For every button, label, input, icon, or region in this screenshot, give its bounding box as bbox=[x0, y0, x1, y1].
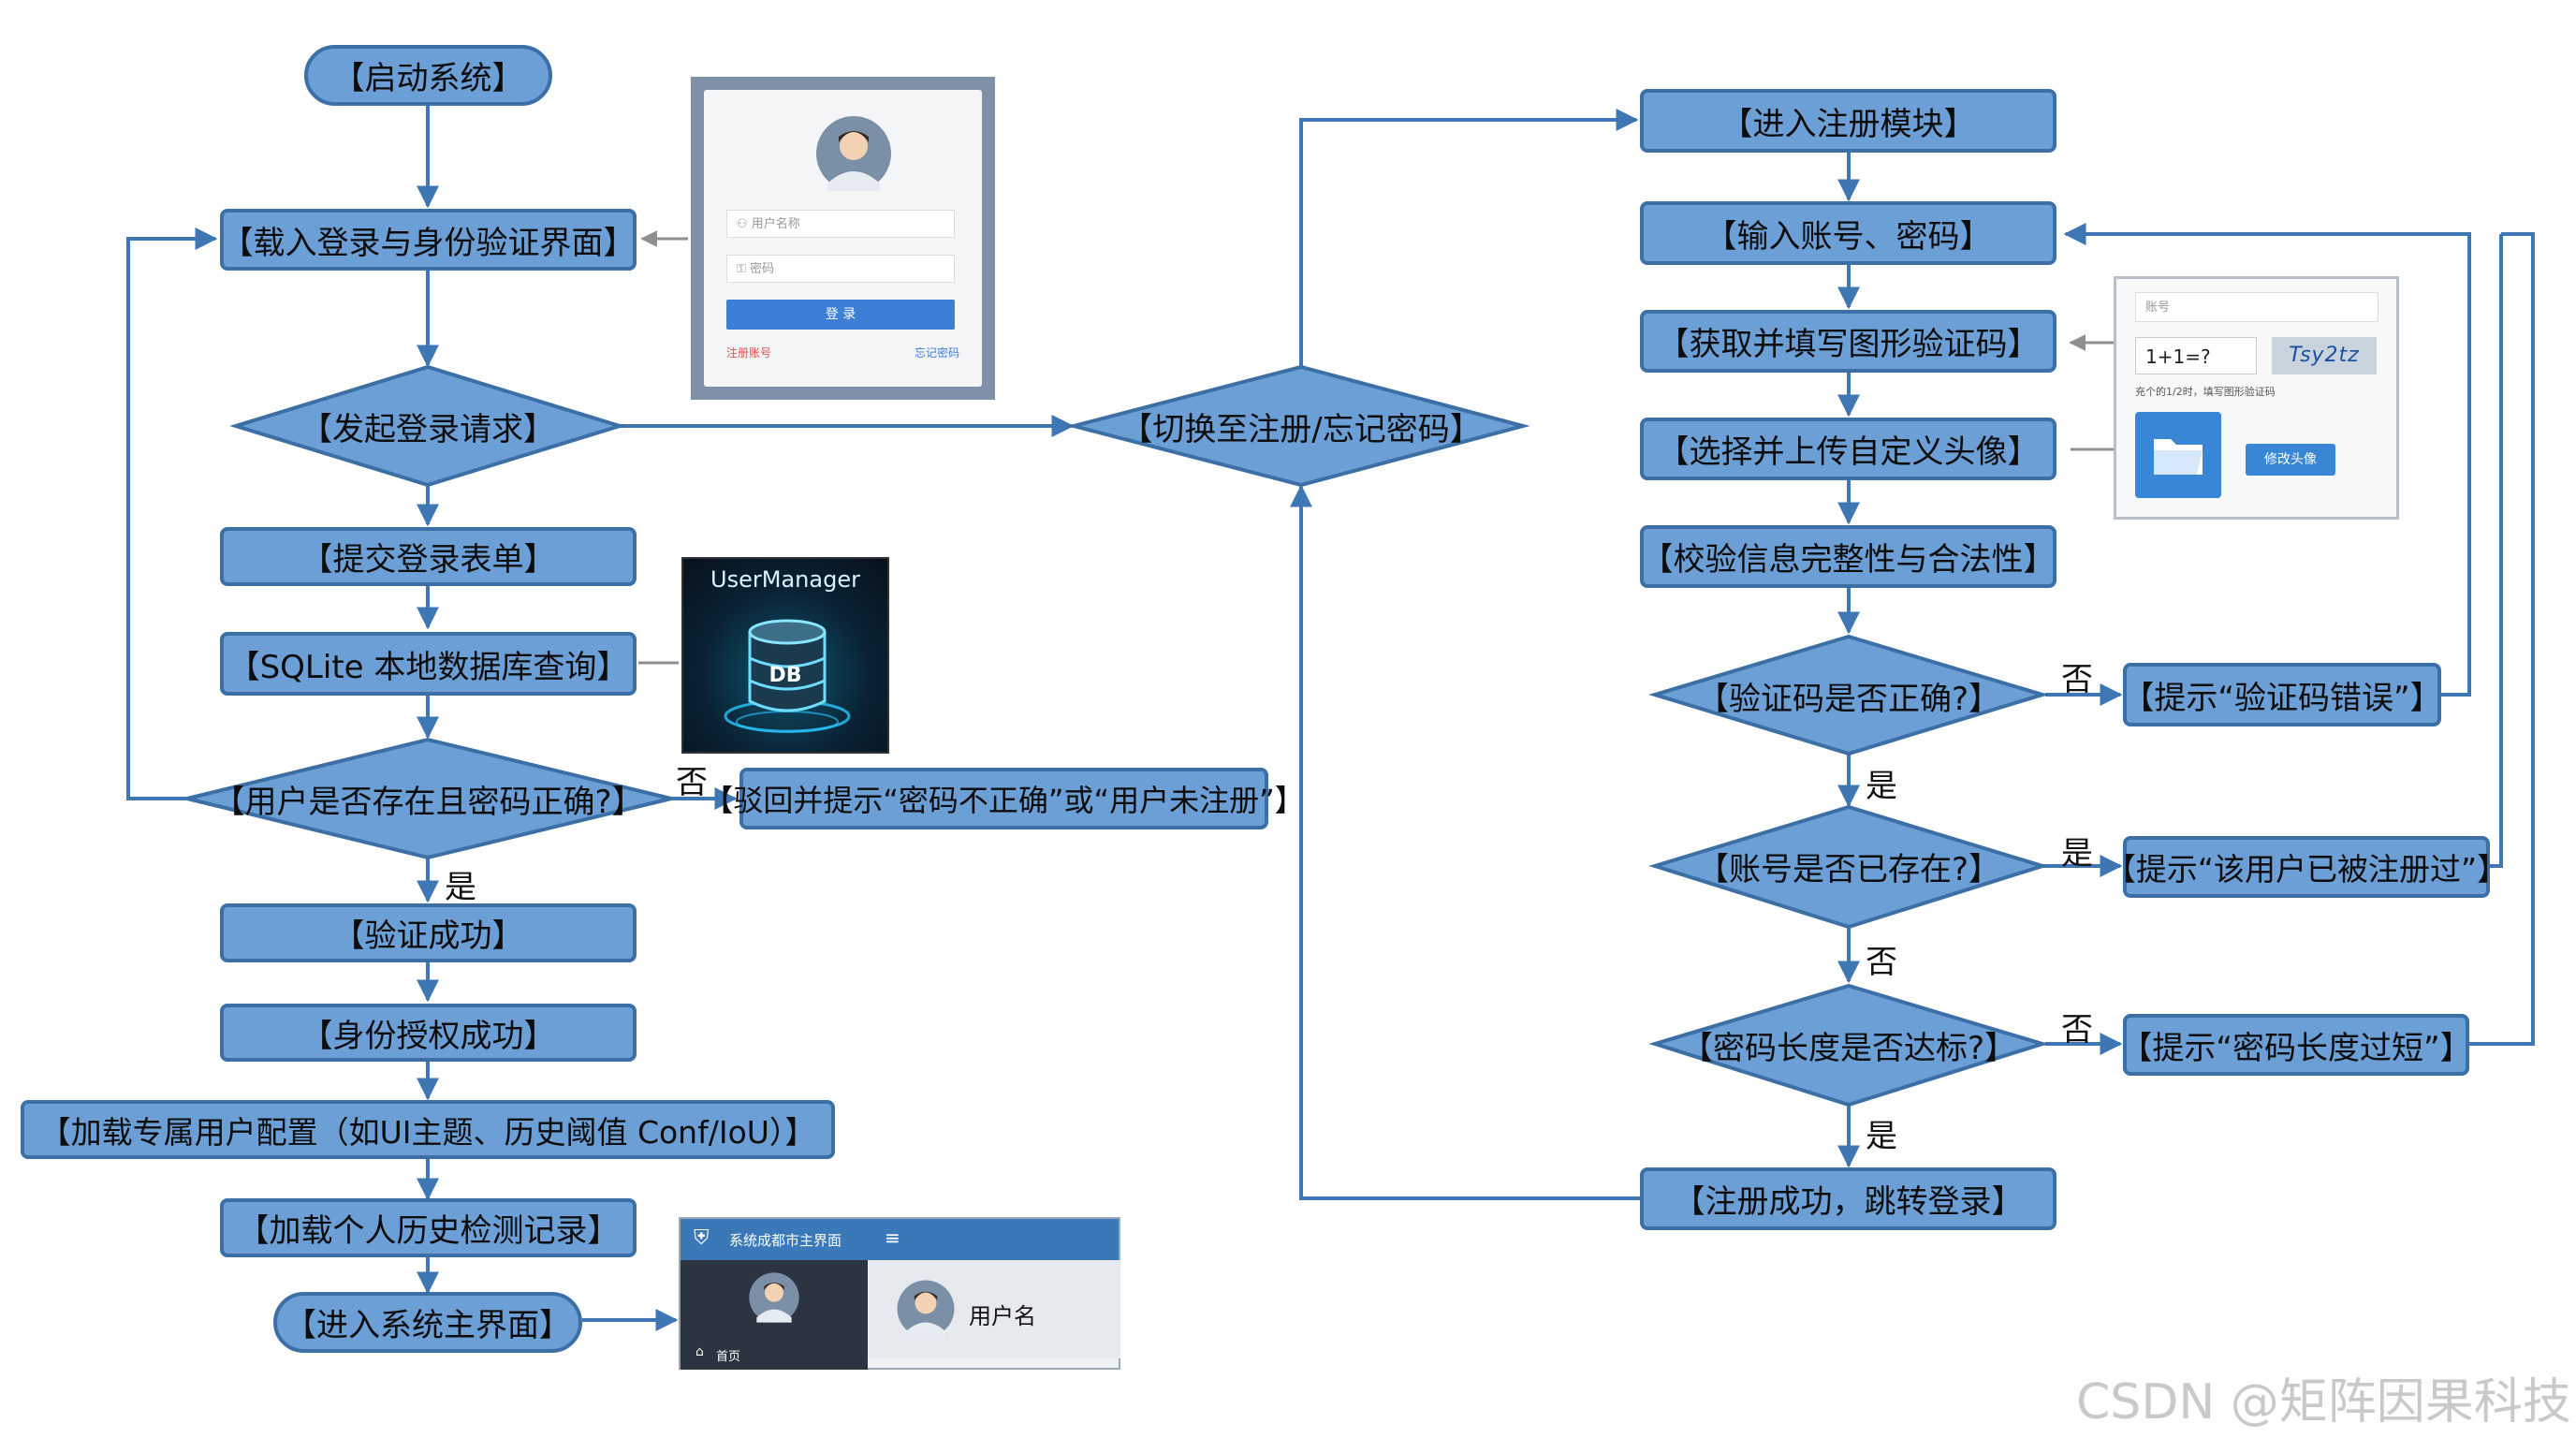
database-icon bbox=[724, 619, 851, 733]
login-button[interactable]: 登 录 bbox=[726, 300, 955, 330]
node-sqlite-query: 【SQLite 本地数据库查询】 bbox=[220, 632, 637, 696]
content-avatar-icon bbox=[897, 1280, 955, 1338]
sidebar-avatar-icon bbox=[749, 1272, 799, 1323]
captcha-question[interactable]: 1+1=? bbox=[2135, 337, 2257, 374]
label-yes-account: 是 bbox=[2061, 835, 2093, 873]
node-input-account: 【输入账号、密码】 bbox=[1640, 201, 2056, 265]
main-content: 用户名 bbox=[868, 1260, 1120, 1358]
node-load-config: 【加载专属用户配置（如UI主题、历史阈值 Conf/IoU）】 bbox=[21, 1100, 835, 1159]
node-pwd-short: 【提示“密码长度过短”】 bbox=[2120, 1014, 2472, 1076]
db-title: UserManager bbox=[710, 566, 860, 593]
label-no-pwd: 否 bbox=[2061, 1011, 2093, 1049]
main-title: 系统成都市主界面 bbox=[729, 1232, 842, 1249]
login-panel-preview: ⚇ 用户名称 ⚿ 密码 登 录 注册账号 忘记密码 bbox=[691, 77, 995, 400]
label-no-account: 否 bbox=[1866, 944, 1897, 981]
node-captcha: 【获取并填写图形验证码】 bbox=[1640, 310, 2056, 373]
shield-icon: ⛨ bbox=[694, 1226, 710, 1250]
node-submit-form: 【提交登录表单】 bbox=[220, 527, 637, 586]
node-validate: 【校验信息完整性与合法性】 bbox=[1640, 525, 2056, 588]
folder-icon bbox=[2154, 439, 2203, 475]
diamond-pwd-length bbox=[1648, 983, 2049, 1108]
node-register-ok: 【注册成功，跳转登录】 bbox=[1640, 1167, 2056, 1230]
node-reject: 【驳回并提示“密码不正确”或“用户未注册”】 bbox=[703, 768, 1305, 829]
captcha-image[interactable]: Tsy2tz bbox=[2272, 337, 2377, 374]
node-load-history: 【加载个人历史检测记录】 bbox=[220, 1198, 637, 1257]
account-input[interactable]: 账号 bbox=[2135, 292, 2378, 322]
captcha-hint: 充个的1/2时，填写图形验证码 bbox=[2135, 386, 2276, 398]
node-verify-ok: 【验证成功】 bbox=[220, 903, 637, 962]
node-enter-main: 【进入系统主界面】 bbox=[273, 1292, 582, 1353]
home-icon[interactable]: ⌂ bbox=[695, 1344, 704, 1359]
label-yes-pwd: 是 bbox=[1866, 1118, 1897, 1155]
avatar-icon bbox=[816, 116, 891, 191]
db-label: DB bbox=[768, 664, 802, 687]
password-input[interactable]: ⚿ 密码 bbox=[726, 255, 955, 283]
diamond-user-check bbox=[186, 737, 672, 860]
watermark: CSDN @矩阵因果科技 bbox=[2076, 1374, 2571, 1431]
db-panel-preview: UserManager DB bbox=[681, 557, 889, 754]
main-username: 用户名 bbox=[969, 1303, 1036, 1329]
folder-button[interactable] bbox=[2135, 412, 2221, 498]
forgot-link[interactable]: 忘记密码 bbox=[914, 346, 959, 360]
node-enter-register: 【进入注册模块】 bbox=[1640, 89, 2056, 153]
menu-icon[interactable]: ≡ bbox=[885, 1226, 900, 1249]
register-panel-preview: 账号 1+1=? Tsy2tz 充个的1/2时，填写图形验证码 修改头像 bbox=[2114, 276, 2399, 520]
node-pwd-length: 【密码长度是否达标?】 bbox=[1680, 1029, 2017, 1067]
main-ui-preview: ⛨ 系统成都市主界面 ≡ ⌂ 首页 用户名 bbox=[679, 1217, 1120, 1370]
change-avatar-button[interactable]: 修改头像 bbox=[2246, 444, 2335, 476]
label-no-captcha: 否 bbox=[2061, 661, 2093, 698]
node-captcha-check: 【验证码是否正确?】 bbox=[1696, 680, 2001, 718]
register-link[interactable]: 注册账号 bbox=[726, 346, 772, 360]
diamond-account-exists bbox=[1648, 804, 2049, 930]
nav-home[interactable]: 首页 bbox=[716, 1350, 741, 1364]
main-header: ⛨ 系统成都市主界面 ≡ bbox=[681, 1219, 1119, 1260]
login-card: ⚇ 用户名称 ⚿ 密码 登 录 注册账号 忘记密码 bbox=[704, 90, 982, 387]
label-yes-user-check: 是 bbox=[445, 869, 476, 906]
username-input[interactable]: ⚇ 用户名称 bbox=[726, 210, 955, 238]
diamond-switch-register bbox=[1066, 364, 1530, 488]
node-avatar: 【选择并上传自定义头像】 bbox=[1640, 418, 2056, 480]
lock-icon: ⚿ bbox=[737, 262, 751, 276]
node-start: 【启动系统】 bbox=[304, 45, 552, 106]
node-account-exists: 【账号是否已存在?】 bbox=[1696, 850, 2001, 888]
node-auth-ok: 【身份授权成功】 bbox=[220, 1004, 637, 1062]
user-icon: ⚇ bbox=[737, 217, 752, 231]
node-user-registered: 【提示“该用户已被注册过”】 bbox=[2105, 836, 2508, 898]
node-load-login: 【载入登录与身份验证界面】 bbox=[220, 209, 637, 271]
node-switch-register: 【切换至注册/忘记密码】 bbox=[1120, 410, 1482, 448]
diamond-login-request bbox=[229, 364, 626, 488]
main-sidebar: ⌂ 首页 bbox=[681, 1260, 868, 1370]
node-user-check: 【用户是否存在且密码正确?】 bbox=[212, 783, 644, 821]
label-yes-captcha: 是 bbox=[1866, 768, 1897, 805]
node-login-request: 【发起登录请求】 bbox=[300, 410, 555, 448]
node-captcha-error: 【提示“验证码错误”】 bbox=[2122, 663, 2442, 726]
label-no-user-check: 否 bbox=[676, 764, 708, 801]
diamond-captcha-check bbox=[1648, 634, 2049, 756]
